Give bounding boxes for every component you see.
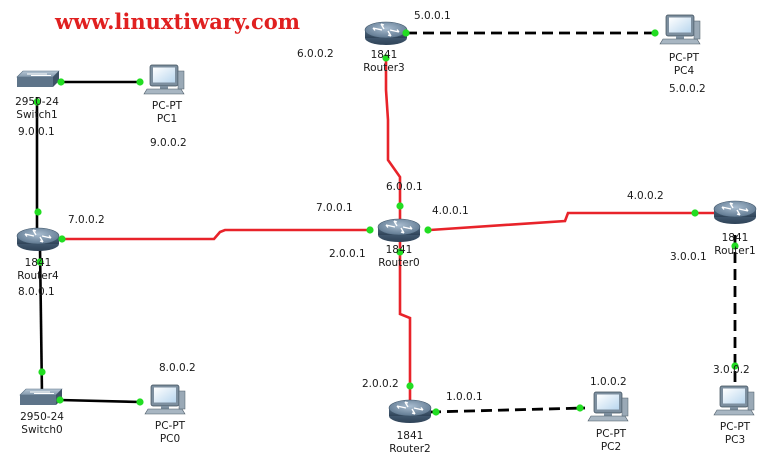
port-dot: [366, 226, 374, 234]
ip-label: 2.0.0.1: [329, 248, 366, 260]
switch0-name: Switch0: [21, 424, 62, 436]
router3-model: 1841: [371, 49, 398, 61]
pc1-name: PC1: [157, 113, 177, 125]
pc3-model: PC-PT: [720, 421, 751, 433]
port-dot: [58, 235, 66, 243]
router0-name: Router0: [378, 257, 419, 269]
pc0-name: PC0: [160, 433, 180, 445]
pc4-name: PC4: [674, 65, 695, 77]
router3-icon[interactable]: [364, 21, 408, 46]
router0-icon[interactable]: [377, 218, 421, 243]
router4-name: Router4: [17, 270, 59, 282]
pc2-model: PC-PT: [596, 428, 627, 440]
link-router2-pc2[interactable]: [429, 406, 586, 414]
port-dot: [396, 202, 404, 210]
link-router4-router0[interactable]: [38, 228, 370, 241]
port-dot: [576, 404, 584, 412]
ip-label: 5.0.0.2: [669, 83, 706, 95]
port-dot: [136, 78, 144, 86]
ip-label: 3.0.0.2: [713, 364, 750, 376]
router0-model: 1841: [386, 244, 413, 256]
port-dot: [432, 408, 440, 416]
watermark-text: www.linuxtiwary.com: [54, 9, 300, 34]
device-labels: 1841 Router0 1841 Router1 1841 Router2 1…: [15, 49, 756, 455]
router2-icon[interactable]: [388, 399, 432, 424]
port-dot: [406, 382, 414, 390]
pc0-model: PC-PT: [155, 420, 186, 432]
router1-name: Router1: [714, 245, 755, 257]
port-dot: [136, 398, 144, 406]
port-dot: [424, 226, 432, 234]
pc4-icon[interactable]: [659, 14, 701, 45]
switch0-icon[interactable]: [19, 388, 63, 406]
pc3-icon[interactable]: [713, 385, 755, 416]
ip-label: 6.0.0.1: [386, 181, 423, 193]
ip-address-labels: 5.0.0.1 6.0.0.2 5.0.0.2 9.0.0.1 9.0.0.2 …: [18, 10, 750, 403]
port-dot: [38, 368, 46, 376]
pc2-name: PC2: [601, 441, 621, 453]
router2-name: Router2: [389, 443, 430, 455]
switch0-model: 2950-24: [20, 411, 64, 423]
ip-label: 5.0.0.1: [414, 10, 451, 22]
ip-label: 3.0.0.1: [670, 251, 707, 263]
router4-icon[interactable]: [16, 227, 60, 252]
switch1-name: Switch1: [16, 109, 57, 121]
link-router0-router1[interactable]: [429, 211, 720, 232]
pc4-model: PC-PT: [669, 52, 700, 64]
port-dot: [33, 98, 41, 106]
port-dot: [34, 208, 42, 216]
router3-name: Router3: [363, 62, 404, 74]
port-indicators: [33, 29, 739, 416]
ip-label: 8.0.0.2: [159, 362, 196, 374]
router1-icon[interactable]: [713, 200, 757, 225]
switch1-icon[interactable]: [16, 70, 60, 88]
port-dot: [731, 242, 739, 250]
ip-label: 9.0.0.2: [150, 137, 187, 149]
serial-links: [38, 58, 720, 412]
pc1-model: PC-PT: [152, 100, 183, 112]
ip-label: 1.0.0.1: [446, 391, 483, 403]
ip-label: 2.0.0.2: [362, 378, 399, 390]
ip-label: 7.0.0.2: [68, 214, 105, 226]
ip-label: 4.0.0.1: [432, 205, 469, 217]
port-dot: [36, 258, 44, 266]
link-router0-router2[interactable]: [398, 230, 412, 412]
router4-model: 1841: [25, 257, 52, 269]
port-dot: [382, 54, 390, 62]
port-dot: [402, 29, 410, 37]
dashed-links: [406, 31, 737, 414]
ip-label: 7.0.0.1: [316, 202, 353, 214]
pc1-icon[interactable]: [143, 64, 185, 95]
pc2-icon[interactable]: [587, 391, 629, 422]
link-router0-router3[interactable]: [384, 58, 402, 228]
pc0-icon[interactable]: [144, 384, 186, 415]
port-dot: [651, 29, 659, 37]
ip-label: 6.0.0.2: [297, 48, 334, 60]
ip-label: 8.0.0.1: [18, 286, 55, 298]
ip-label: 4.0.0.2: [627, 190, 664, 202]
ip-label: 9.0.0.1: [18, 126, 55, 138]
port-dot: [691, 209, 699, 217]
router2-model: 1841: [397, 430, 424, 442]
ip-label: 1.0.0.2: [590, 376, 627, 388]
pc3-name: PC3: [725, 434, 745, 446]
switch1-model: 2950-24: [15, 96, 59, 108]
port-dot: [57, 78, 65, 86]
port-dot: [396, 248, 404, 256]
router1-model: 1841: [722, 232, 749, 244]
port-dot: [56, 396, 64, 404]
port-dot: [731, 362, 739, 370]
link-switch0-pc0[interactable]: [59, 398, 141, 404]
